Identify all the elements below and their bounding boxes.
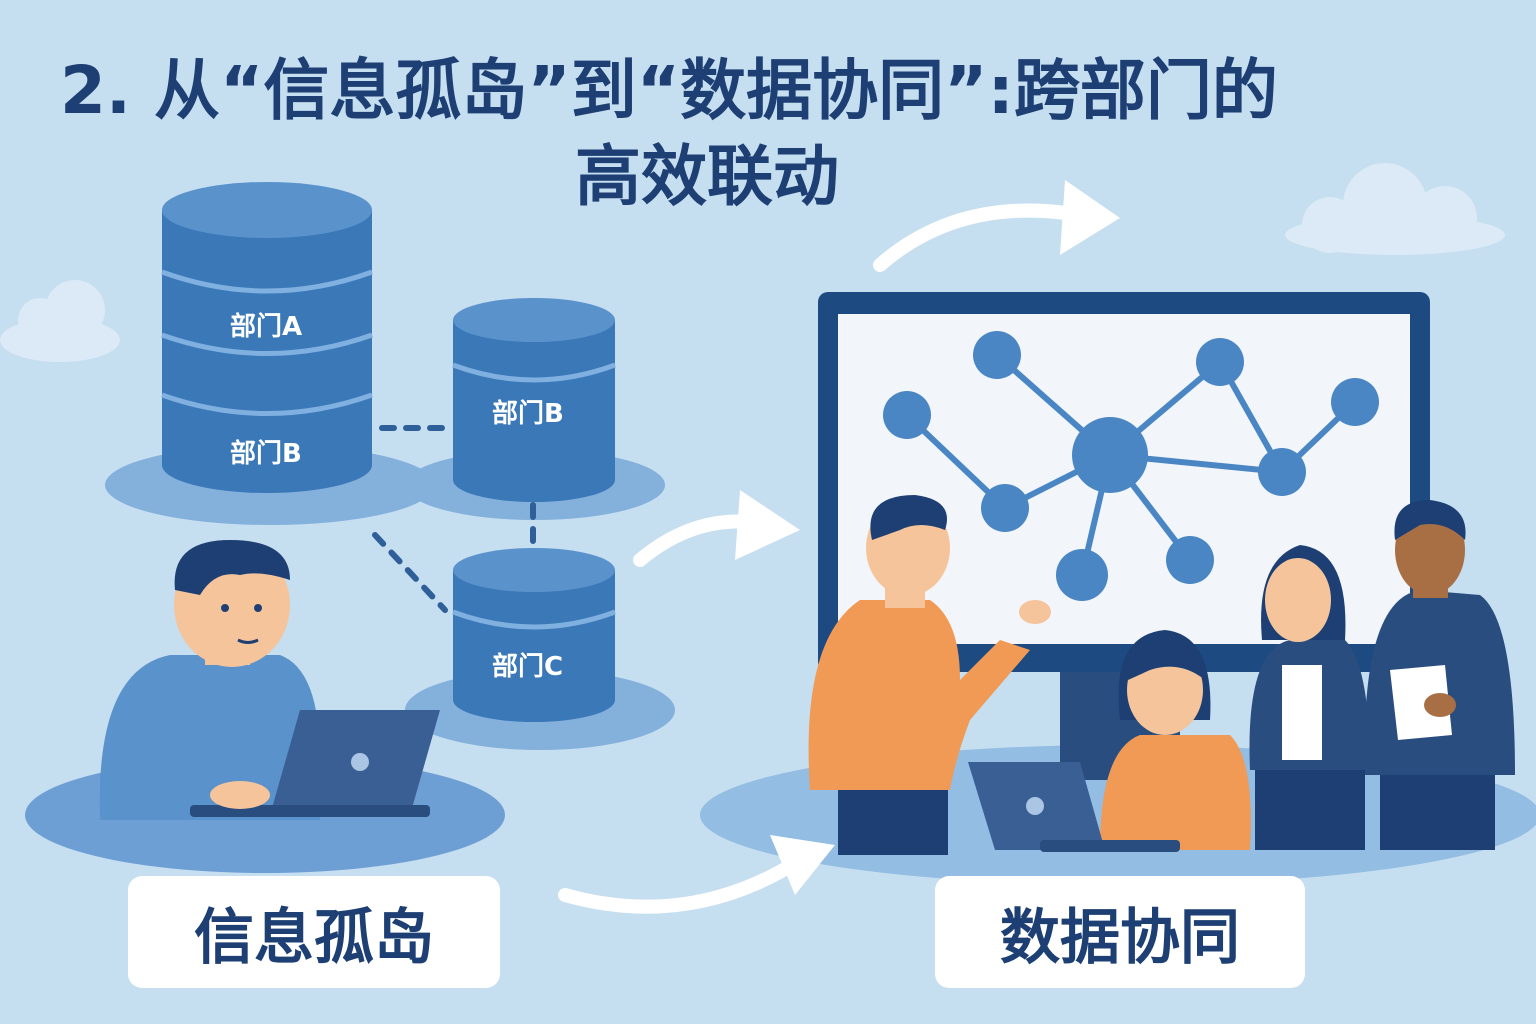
database-icon-large (161, 182, 373, 493)
title-line-2: 高效联动 (575, 138, 839, 215)
database-icon-b (452, 298, 616, 502)
database-label-b: 部门B (230, 439, 302, 469)
page-title: 2. 从“信息孤岛”到“数据协同”:跨部门的 高效联动 (60, 48, 1420, 220)
title-line-1: 2. 从“信息孤岛”到“数据协同”:跨部门的 (60, 52, 1278, 129)
cloud-icon-left (0, 280, 120, 362)
arrow-head-icon (735, 180, 1120, 895)
dashed-connector (372, 425, 536, 613)
network-node-icon (883, 331, 1379, 601)
person-standing-woman (1249, 545, 1370, 850)
caption-data-collaboration: 数据协同 (935, 876, 1305, 988)
database-label-a: 部门A (230, 312, 302, 342)
database-icon-c (452, 548, 616, 722)
database-label-b2: 部门B (492, 399, 564, 429)
person-standing-man (1364, 500, 1515, 850)
database-label-c: 部门C (492, 652, 563, 682)
person-with-laptop (99, 540, 440, 820)
person-seated-laptop (968, 630, 1251, 852)
person-presenting (808, 495, 1051, 855)
cloud-icon-right (1285, 163, 1505, 255)
caption-information-silo: 信息孤岛 (128, 876, 500, 988)
